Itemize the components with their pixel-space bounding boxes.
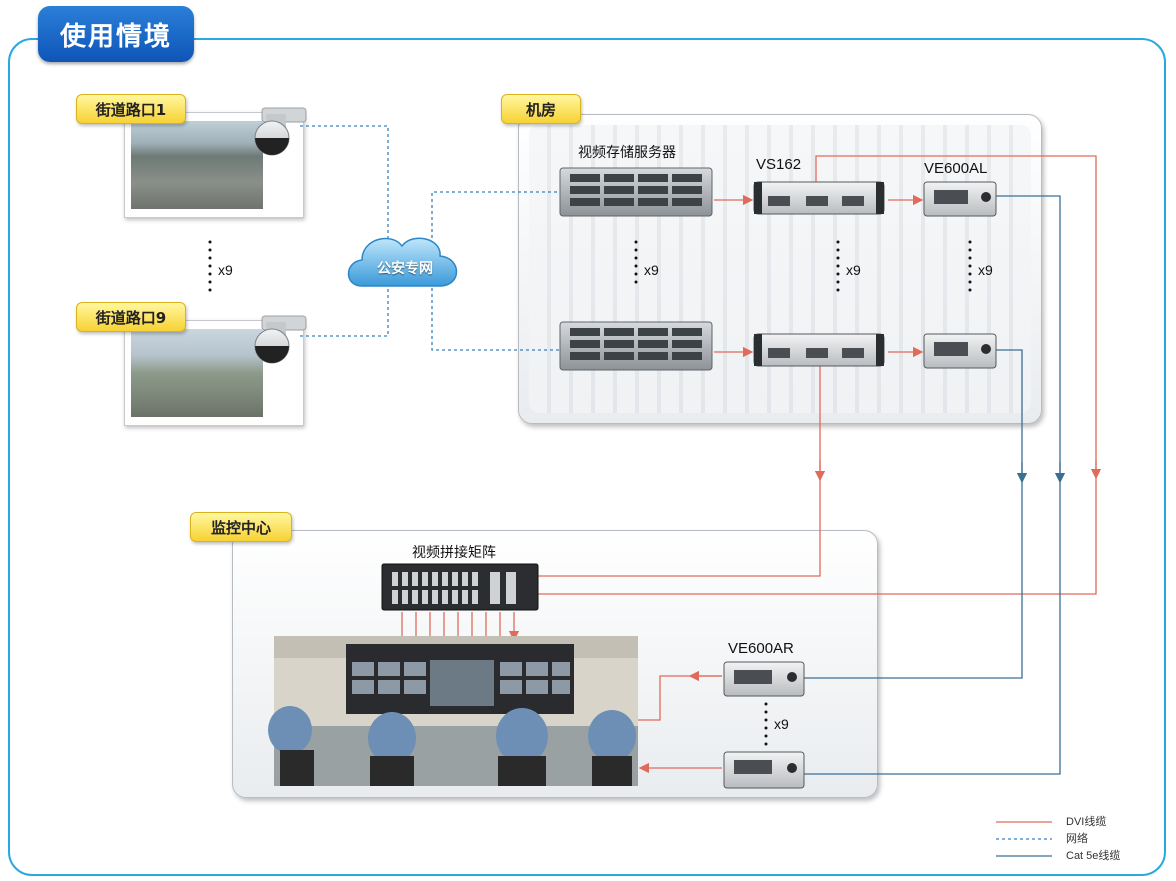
zone-tag-street-9: 街道路口9 [76,302,186,332]
video-matrix-device [381,563,539,611]
camera-icon [254,107,307,156]
extender-local-multiplier: x9 [978,262,993,278]
ellipsis-dots [208,240,972,746]
legend-swatches [996,821,1052,857]
legend: DVI线缆 网络 Cat 5e线缆 [1066,814,1120,865]
zone-tag-street-1: 街道路口1 [76,94,186,124]
legend-item-dvi: DVI线缆 [1066,816,1107,828]
ve600al-top [923,181,997,217]
legend-item-cat5e: Cat 5e线缆 [1066,850,1121,862]
ve600ar-top [723,661,805,697]
storage-server-top [559,167,713,217]
cloud-icon [347,237,458,287]
vs162-splitter-top [753,181,885,215]
network-lines [300,125,562,351]
storage-server-label: 视频存储服务器 [578,144,676,160]
ve600ar-bottom [723,751,805,789]
cat5e-lines [804,195,1066,775]
control-room-photo [268,636,638,786]
vs162-label: VS162 [756,156,802,173]
street-multiplier: x9 [218,262,233,278]
diagram-frame [8,38,1166,876]
camera-icon [254,315,307,364]
extender-remote-multiplier: x9 [774,716,789,732]
vs162-splitter-bottom [753,333,885,367]
ve600al-bottom [923,333,997,369]
storage-server-bottom [559,321,713,371]
cloud-label: 公安专网 [377,261,433,277]
ve600al-label: VE600AL [924,160,988,177]
page-title: 使用情境 [38,6,194,62]
matrix-label: 视频拼接矩阵 [412,544,496,560]
street-9-photo [131,329,263,417]
street-1-photo [131,121,263,209]
splitter-multiplier: x9 [846,262,861,278]
server-multiplier: x9 [644,262,659,278]
ve600ar-label: VE600AR [728,640,794,657]
zone-tag-server-room: 机房 [501,94,581,124]
legend-item-network: 网络 [1066,833,1088,845]
dvi-lines [401,155,1102,774]
zone-tag-monitor-center: 监控中心 [190,512,292,542]
